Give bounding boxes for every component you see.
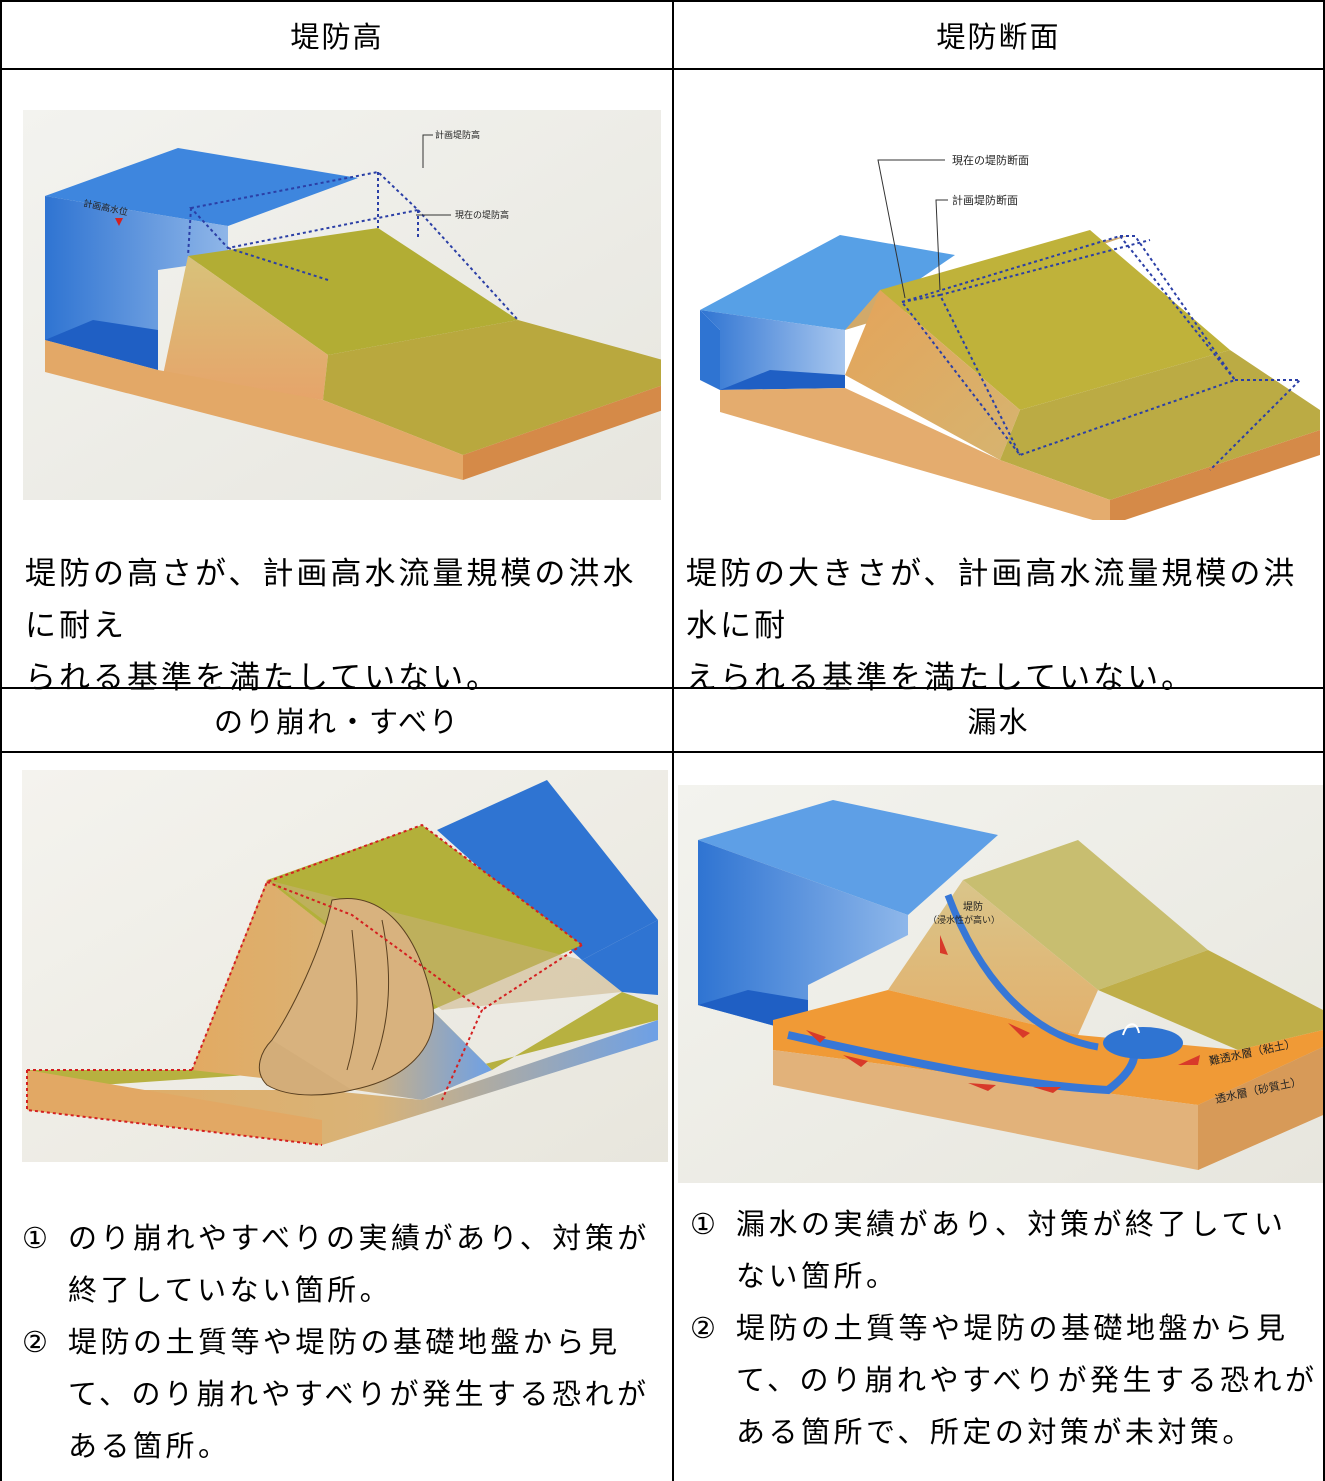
header-slope-failure: のり崩れ・すべり	[214, 705, 460, 739]
border-middle	[672, 0, 674, 1481]
permeability-label: （浸水性が高い）	[928, 914, 1000, 926]
header-levee-height: 堤防高	[290, 20, 384, 54]
current-section-label: 現在の堤防断面	[952, 153, 1029, 167]
slope-failure-illustration	[22, 770, 668, 1162]
levee-section-line-1: 堤防の大きさが、計画高水流量規模の洪水に耐	[686, 556, 1298, 644]
plan-height-label: 計画堤防高	[435, 129, 480, 141]
header-leakage: 漏水	[967, 705, 1030, 739]
levee-height-line-2: られる基準を満たしていない。	[25, 660, 501, 696]
levee-section-illustration: 現在の堤防断面 計画堤防断面	[690, 130, 1320, 520]
levee-height-line-1: 堤防の高さが、計画高水流量規模の洪水に耐え	[25, 556, 637, 644]
levee-height-illustration: 計画堤防高 現在の堤防高 計画高水位	[23, 110, 661, 500]
current-height-label: 現在の堤防高	[455, 209, 509, 221]
header-levee-section: 堤防断面	[936, 20, 1061, 54]
levee-section-figure: 現在の堤防断面 計画堤防断面	[690, 130, 1320, 520]
leakage-illustration: 堤防 （浸水性が高い） 難透水層（粘土） 透水層（砂質土）	[678, 785, 1323, 1183]
header1-bottom	[0, 68, 1325, 70]
levee-height-description: 堤防の高さが、計画高水流量規模の洪水に耐え られる基準を満たしていない。	[25, 548, 670, 704]
levee-section-line-2: えられる基準を満たしていない。	[686, 660, 1196, 696]
plan-section-label: 計画堤防断面	[952, 193, 1018, 207]
row-separator	[0, 687, 1325, 689]
header2-bottom	[0, 751, 1325, 753]
levee-height-figure: 計画堤防高 現在の堤防高 計画高水位	[23, 110, 661, 500]
border-right	[1323, 0, 1325, 1481]
border-left	[0, 0, 2, 1481]
levee-section-description: 堤防の大きさが、計画高水流量規模の洪水に耐 えられる基準を満たしていない。	[686, 548, 1321, 704]
slope-failure-figure	[22, 770, 668, 1162]
levee-label: 堤防	[963, 900, 983, 913]
leakage-figure: 堤防 （浸水性が高い） 難透水層（粘土） 透水層（砂質土）	[678, 785, 1323, 1183]
border-top	[0, 0, 1325, 2]
